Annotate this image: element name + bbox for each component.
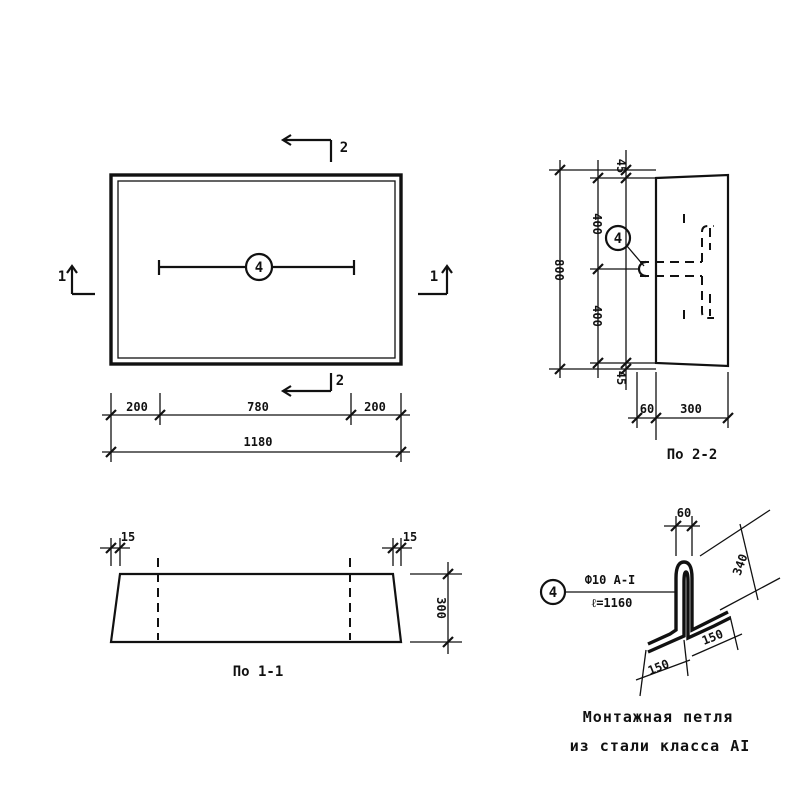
- section-mark-2-top: [280, 134, 333, 162]
- plan-position-callout-circle: [244, 252, 274, 282]
- loop-detail-bar: [647, 560, 729, 646]
- loop-detail-caption-line-2: из стали класса АI: [570, 737, 751, 755]
- plan-slab-outline-inner: [117, 180, 396, 359]
- section-1-1-dim-height: 300: [434, 597, 448, 619]
- section-1-1-dim-right-edge: 15: [403, 530, 417, 544]
- section-2-2-dim-top-edge: 45: [614, 159, 628, 173]
- section-mark-1-left-label: 1: [58, 269, 66, 285]
- section-mark-2-bottom: [280, 373, 333, 397]
- plan-dim-right-edge: 200: [364, 400, 386, 414]
- section-1-1: 15 15 300 По 1-1: [100, 530, 462, 680]
- loop-detail-spec-bar: Ф10 А-I: [585, 573, 636, 587]
- section-mark-1-left: [66, 264, 95, 296]
- loop-detail-caption-line-1: Монтажная петля: [583, 708, 733, 726]
- section-2-2-callout-circle: [604, 224, 632, 252]
- plan-dimension-lines: [102, 393, 410, 462]
- section-2-2-title: По 2-2: [667, 447, 718, 463]
- section-mark-2-top-label: 2: [340, 140, 348, 156]
- section-2-2-dim-upper: 400: [590, 213, 604, 235]
- section-2-2-dimension-lines: [549, 150, 734, 440]
- section-2-2-callout-number: 4: [614, 231, 622, 247]
- plan-slab-outline-outer: [109, 173, 403, 366]
- loop-detail-dim-left-leg: 150: [646, 657, 671, 678]
- plan-position-callout-number: 4: [255, 260, 263, 276]
- loop-detail-dimension-lines: [635, 509, 781, 697]
- section-mark-2-bottom-label: 2: [336, 373, 344, 389]
- section-2-2-loop: [637, 214, 714, 324]
- plan-dim-middle: 780: [247, 400, 269, 414]
- section-1-1-dim-left-edge: 15: [121, 530, 135, 544]
- section-mark-1-right: [418, 264, 453, 296]
- plan-view: 4 2 2 1 1: [58, 134, 453, 462]
- plan-dim-left-edge: 200: [126, 400, 148, 414]
- section-2-2: 4 45: [549, 150, 734, 463]
- section-1-1-title: По 1-1: [233, 664, 284, 680]
- loop-detail-dim-height: 340: [730, 552, 751, 577]
- plan-loop-axis: [157, 260, 356, 275]
- loop-detail: 4 Ф10 А-I ℓ=1160 60 340 150 150 Монтажна…: [539, 506, 781, 755]
- section-1-1-outline: [109, 572, 403, 644]
- loop-detail-callout-number: 4: [549, 585, 557, 601]
- section-mark-1-right-label: 1: [430, 269, 438, 285]
- section-1-1-dimension-lines: [100, 538, 462, 654]
- section-2-2-dim-offset: 60: [640, 402, 654, 416]
- plan-dim-overall: 1180: [244, 435, 273, 449]
- section-2-2-dim-lower: 400: [590, 305, 604, 327]
- loop-detail-dim-top-width: 60: [677, 506, 691, 520]
- section-2-2-dim-overall: 800: [552, 259, 566, 281]
- section-2-2-dim-depth: 300: [680, 402, 702, 416]
- section-2-2-outline: [654, 173, 730, 368]
- loop-detail-spec-length: ℓ=1160: [591, 596, 633, 610]
- section-2-2-dim-bottom-edge: 45: [614, 371, 628, 385]
